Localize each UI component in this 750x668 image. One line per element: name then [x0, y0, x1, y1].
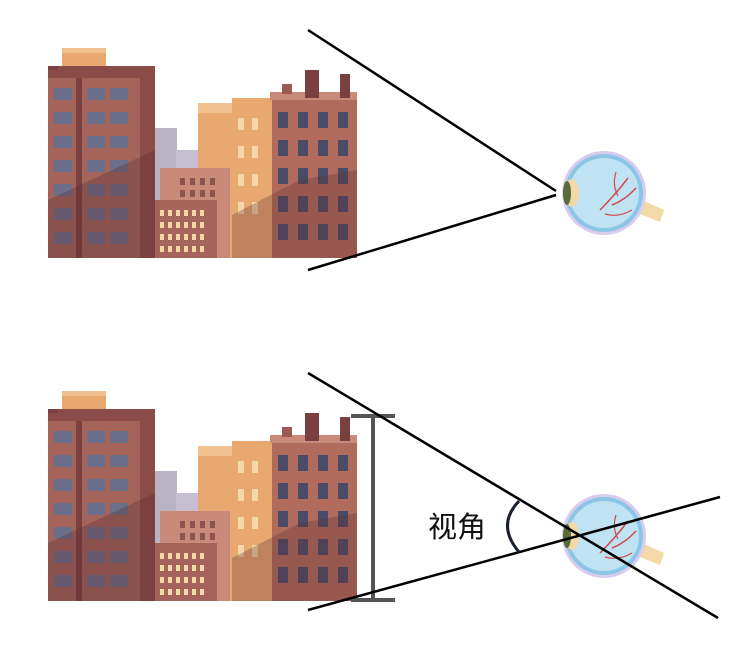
- eye-icon-top: [560, 149, 666, 237]
- top-panel: [48, 28, 666, 272]
- visual-angle-label: 视角: [428, 510, 486, 544]
- sight-line-bottom-lower: [307, 495, 721, 612]
- sight-line-top-upper: [307, 28, 557, 193]
- sight-line-top-lower: [307, 193, 557, 272]
- city-illustration-top: [48, 48, 357, 258]
- city-illustration-bottom: [48, 391, 357, 601]
- sight-line-bottom-upper: [307, 371, 719, 620]
- bottom-panel: 视角: [48, 371, 721, 620]
- visual-angle-arc: [506, 499, 521, 553]
